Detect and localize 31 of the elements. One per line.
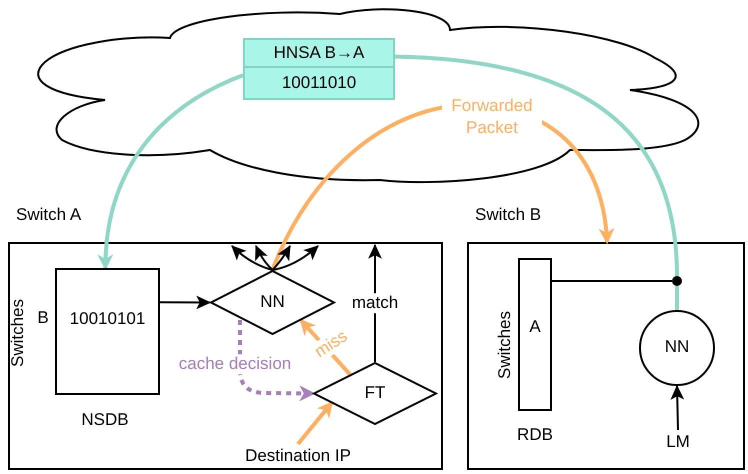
edge-label: cache decision <box>176 354 294 374</box>
table-cell-text: 10011010 <box>280 72 358 94</box>
header-table <box>243 38 395 100</box>
arrow <box>160 296 212 310</box>
cell-value: 10010101 <box>68 310 146 329</box>
arrow <box>272 245 291 271</box>
node-label: B <box>36 308 50 328</box>
arrow <box>231 245 273 271</box>
arrow <box>272 245 319 271</box>
panel-title: Switch A <box>16 206 82 225</box>
node-label: NN <box>664 338 690 357</box>
node-label: Switches <box>8 298 28 370</box>
panel-title: Switch B <box>475 206 542 225</box>
input-label: LM <box>663 430 693 454</box>
node-label: NN <box>259 292 286 312</box>
arrow <box>98 73 244 270</box>
input-label: Destination IP <box>228 444 368 468</box>
node-label: Switches <box>495 310 515 382</box>
arrow <box>670 384 684 430</box>
node-label: NSDB <box>80 410 130 430</box>
node-label: FT <box>364 384 386 402</box>
junction-dot <box>672 276 682 286</box>
node-label: RDB <box>516 425 554 445</box>
database-box <box>55 268 160 395</box>
table-cell: HNSA B→A <box>245 40 393 68</box>
cell-value: A <box>528 318 542 337</box>
arrow <box>255 244 274 271</box>
decision-diamond <box>313 362 437 425</box>
arrow <box>238 320 316 402</box>
database-bar <box>518 258 552 411</box>
arrow <box>296 401 334 446</box>
